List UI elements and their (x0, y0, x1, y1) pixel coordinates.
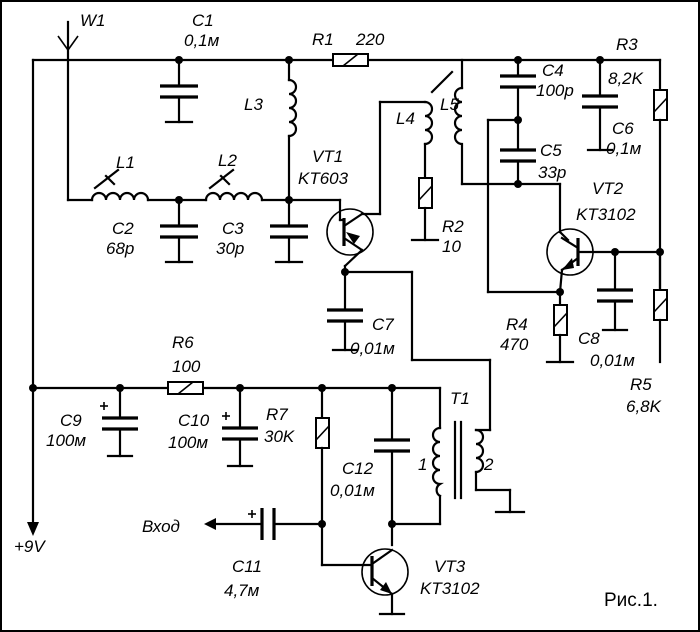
value-c6: 0,1м (606, 139, 642, 158)
label-r1: R1 (312, 30, 334, 49)
value-c12: 0,01м (330, 481, 375, 500)
label-c7: C7 (372, 315, 394, 334)
label-r2: R2 (442, 217, 464, 236)
resistor-r4 (545, 288, 575, 364)
winding-1: 1 (418, 455, 427, 474)
label-r3: R3 (616, 35, 638, 54)
label-vt1: VT1 (312, 147, 343, 166)
capacitor-c4 (500, 56, 536, 124)
label-w1: W1 (80, 11, 106, 30)
antenna-w1 (57, 20, 94, 202)
capacitor-c12 (374, 384, 442, 547)
label-l2: L2 (218, 151, 237, 170)
value-c3: 30p (216, 239, 244, 258)
inductor-l5 (453, 58, 562, 186)
resistor-r6 (167, 381, 204, 395)
transistor-vt1 (326, 198, 382, 268)
label-c6: C6 (612, 119, 634, 138)
capacitor-c11 (204, 508, 324, 540)
winding-2: 2 (483, 455, 494, 474)
label-vt2: VT2 (592, 179, 624, 198)
label-l1: L1 (116, 153, 135, 172)
label-c10: C10 (178, 411, 210, 430)
value-r5: 6,8K (626, 397, 662, 416)
transistor-vt2 (546, 182, 664, 294)
capacitor-c10 (222, 384, 258, 468)
type-vt2: KT3102 (576, 205, 636, 224)
label-c5: C5 (540, 141, 562, 160)
label-supply: +9V (14, 537, 46, 556)
inductor-l4 (423, 70, 454, 180)
capacitor-c7 (327, 308, 363, 352)
value-c4: 100p (536, 81, 574, 100)
resistor-r1 (332, 53, 369, 67)
inductor-l3 (285, 56, 298, 202)
value-r2: 10 (442, 237, 461, 256)
label-c12: C12 (342, 459, 374, 478)
capacitor-c8 (597, 250, 633, 332)
inductor-l2 (204, 168, 342, 202)
resistor-r2 (410, 177, 440, 242)
value-c5: 33p (538, 163, 566, 182)
capacitor-c1 (160, 56, 198, 124)
label-vt3: VT3 (434, 557, 466, 576)
label-c8: C8 (578, 329, 600, 348)
resistor-r5 (653, 250, 668, 364)
label-c4: C4 (542, 61, 564, 80)
label-c11: C11 (232, 557, 262, 576)
capacitor-c6 (582, 56, 618, 152)
label-c1: C1 (192, 11, 214, 30)
labels: W1 C1 0,1м R1 220 R3 8,2K C4 100p C6 0,1… (14, 11, 662, 611)
capacitor-c3 (270, 196, 308, 264)
capacitor-c5 (500, 118, 536, 188)
value-c10: 100м (168, 433, 208, 452)
value-c2: 68p (106, 239, 134, 258)
label-t1: T1 (450, 389, 470, 408)
value-c8: 0,01м (590, 351, 635, 370)
value-r3: 8,2K (608, 69, 644, 88)
type-vt3: KT3102 (420, 579, 480, 598)
inductor-l1 (90, 168, 208, 202)
label-l5: L5 (440, 95, 459, 114)
label-c3: C3 (222, 219, 244, 238)
value-r4: 470 (500, 335, 529, 354)
type-vt1: KT603 (298, 169, 349, 188)
transformer-t1 (431, 420, 526, 514)
value-r6: 100 (172, 357, 201, 376)
label-l4: L4 (396, 109, 415, 128)
label-c2: C2 (112, 219, 134, 238)
figure-caption: Рис.1. (604, 590, 658, 611)
capacitor-c9 (100, 384, 138, 458)
middle-rail (29, 384, 394, 392)
label-c9: C9 (60, 411, 82, 430)
capacitor-c2 (160, 196, 198, 264)
value-r7: 30K (264, 427, 295, 446)
label-r5: R5 (630, 375, 652, 394)
value-c9: 100м (46, 431, 86, 450)
value-c1: 0,1м (184, 31, 220, 50)
wire-vt1-emitter (341, 264, 492, 432)
value-r1: 220 (355, 30, 385, 49)
label-input: Вход (142, 517, 180, 536)
resistor-r7 (315, 384, 372, 567)
label-r6: R6 (172, 333, 194, 352)
value-c11: 4,7м (224, 581, 260, 600)
label-l3: L3 (244, 95, 263, 114)
label-r7: R7 (266, 405, 288, 424)
value-c7: 0,01м (350, 339, 395, 358)
label-r4: R4 (506, 315, 528, 334)
transistor-vt3 (361, 548, 409, 616)
